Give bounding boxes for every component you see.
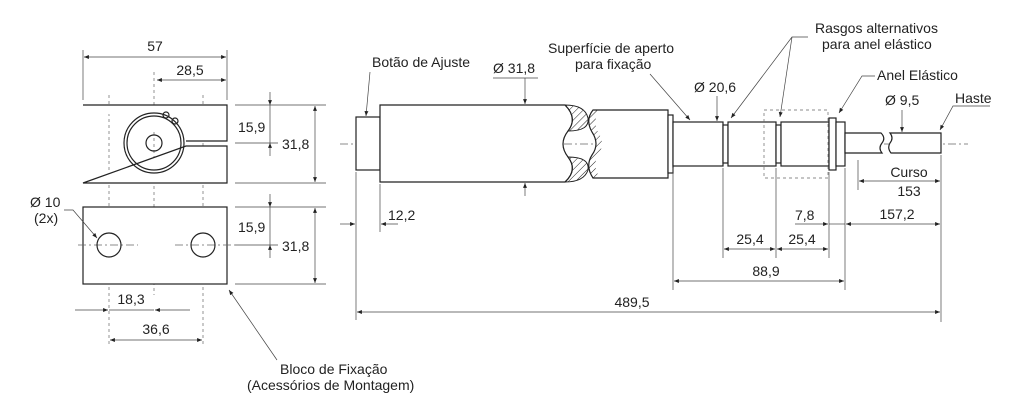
block-dimensions: 57 28,5 15,9 31,8 15,9 31,8 18,3 36,6 Ø … xyxy=(30,38,414,393)
mounting-block-top-view xyxy=(82,72,228,346)
neck-diameter: Ø 20,6 xyxy=(694,79,736,95)
actuator-annotations: Botão de Ajuste Ø 31,8 Superfície de ape… xyxy=(364,20,992,196)
dim-36-6: 36,6 xyxy=(142,321,169,337)
dim-12-2: 12,2 xyxy=(388,207,415,223)
hole-count-label: (2x) xyxy=(34,210,58,226)
grooves-label-2: para anel elástico xyxy=(822,36,932,52)
clamping-surface-label-2: para fixação xyxy=(575,56,651,72)
dim-31-8-bottom: 31,8 xyxy=(282,238,309,254)
mounting-accessories-label: (Acessórios de Montagem) xyxy=(247,377,414,393)
body-diameter: Ø 31,8 xyxy=(493,60,535,76)
mounting-block-label: Bloco de Fixação xyxy=(280,361,388,377)
mounting-hole xyxy=(96,232,122,258)
clamping-surface-label: Superfície de aperto xyxy=(548,40,674,56)
dim-31-8-top: 31,8 xyxy=(282,136,309,152)
dim-157-2: 157,2 xyxy=(879,206,914,222)
dim-18-3: 18,3 xyxy=(117,291,144,307)
rod xyxy=(844,132,885,154)
actuator-side-view xyxy=(340,104,968,183)
dim-25-4-a: 25,4 xyxy=(736,231,763,247)
dim-153: 153 xyxy=(897,183,921,199)
mounting-hole xyxy=(190,232,216,258)
dim-7-8: 7,8 xyxy=(795,207,815,223)
hole-diameter-label: Ø 10 xyxy=(30,194,61,210)
dim-15-9-top: 15,9 xyxy=(238,119,265,135)
snap-ring-label: Anel Elástico xyxy=(877,67,958,83)
adjust-button-label: Botão de Ajuste xyxy=(372,54,470,70)
mounting-block-front-view xyxy=(78,206,235,285)
grooves-label: Rasgos alternativos xyxy=(815,20,938,36)
clamping-surface xyxy=(672,121,724,167)
dim-489-5: 489,5 xyxy=(614,294,649,310)
dim-57: 57 xyxy=(147,38,163,54)
dim-15-9-bottom: 15,9 xyxy=(238,219,265,235)
rod-label: Haste xyxy=(955,90,992,106)
actuator-dimensions: Curso 153 12,2 7,8 157,2 25,4 25,4 88,9 … xyxy=(340,155,942,322)
stroke-label: Curso xyxy=(890,164,928,180)
actuator-body xyxy=(379,104,573,183)
rod-diameter: Ø 9,5 xyxy=(885,92,919,108)
rod-end xyxy=(888,132,942,154)
dim-25-4-b: 25,4 xyxy=(788,231,815,247)
adjust-button xyxy=(355,116,381,171)
dim-88-9: 88,9 xyxy=(752,263,779,279)
snap-ring xyxy=(828,117,837,171)
dim-28-5: 28,5 xyxy=(176,62,203,78)
